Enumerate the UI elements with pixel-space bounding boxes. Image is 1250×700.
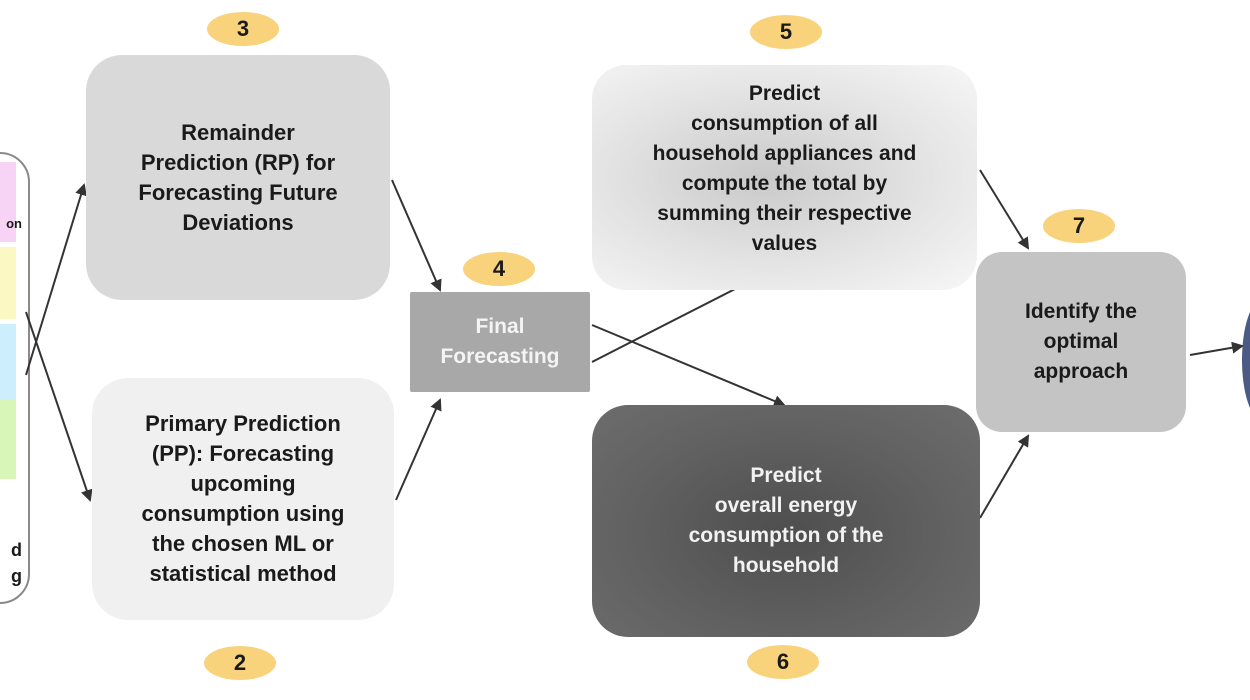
node-text-line: Prediction (RP) for [140,149,336,175]
arrow-panel-to-rp [25,183,87,376]
node-text-line: Forecasting Future [138,179,338,205]
overall-prediction-node: Predict overall energy consumption of th… [592,405,980,637]
panel-text-fragment-g: g [11,566,22,586]
strip-pink-text: on [6,216,22,231]
node-text-line: summing their respective [657,202,912,225]
strip-green [0,399,16,479]
node-text-line: Predict [750,464,822,487]
node-text-line: Forecasting [440,345,560,368]
arrow-overall-to-optimal [979,434,1030,519]
node-text-line: consumption of all [691,112,878,135]
strip-pink [0,162,16,242]
remainder-prediction-node: Remainder Prediction (RP) for Forecastin… [86,55,390,300]
step-badge-3: 3 [207,12,279,46]
step-badge-2: 2 [204,646,276,680]
node-text-line: upcoming [190,471,296,496]
step-badge-7: 7 [1043,209,1115,243]
step-badge-5: 5 [750,15,822,49]
node-text-line: overall energy [714,494,858,517]
node-text-line: consumption using [141,501,345,526]
arrow-final-to-overall [591,324,786,407]
node-text-line: Identify the [1024,300,1137,323]
strip-yellow [0,247,16,319]
arrow-appliance-to-optimal [979,169,1030,250]
node-text-line: optimal [1043,330,1119,353]
node-text-line: Final [475,315,525,338]
arrow-rp-to-final [391,179,442,292]
node-text-line: household [732,554,840,577]
node-text-line: values [751,232,818,255]
appliance-prediction-node: Predict consumption of all household app… [592,65,977,290]
final-forecasting-node: Final Forecasting [410,292,590,392]
panel-text-fragment-d: d [11,540,22,560]
node-text-line: (PP): Forecasting [151,441,335,466]
output-node-partial [1242,300,1250,420]
arrow-optimal-to-output [1189,341,1244,356]
node-text-line: household appliances and [652,142,917,165]
node-text-line: Predict [748,82,821,105]
node-text-line: Deviations [182,209,294,235]
step-badge-6: 6 [747,645,819,679]
arrow-panel-to-pp [25,311,93,502]
node-text-line: compute the total by [681,172,888,195]
node-text-line: statistical method [149,561,337,586]
node-text-line: consumption of the [688,524,884,547]
strip-blue [0,324,16,404]
node-text-line: the chosen ML or [152,531,334,556]
optimal-approach-node: Identify the optimal approach [976,252,1186,432]
node-text-line: Remainder [181,119,295,145]
step-badge-4: 4 [463,252,535,286]
primary-prediction-node: Primary Prediction (PP): Forecasting upc… [92,378,394,620]
node-text-line: Primary Prediction [145,411,341,436]
data-input-panel: on d g [0,152,30,604]
arrow-pp-to-final [395,398,442,501]
node-text-line: approach [1033,360,1129,383]
